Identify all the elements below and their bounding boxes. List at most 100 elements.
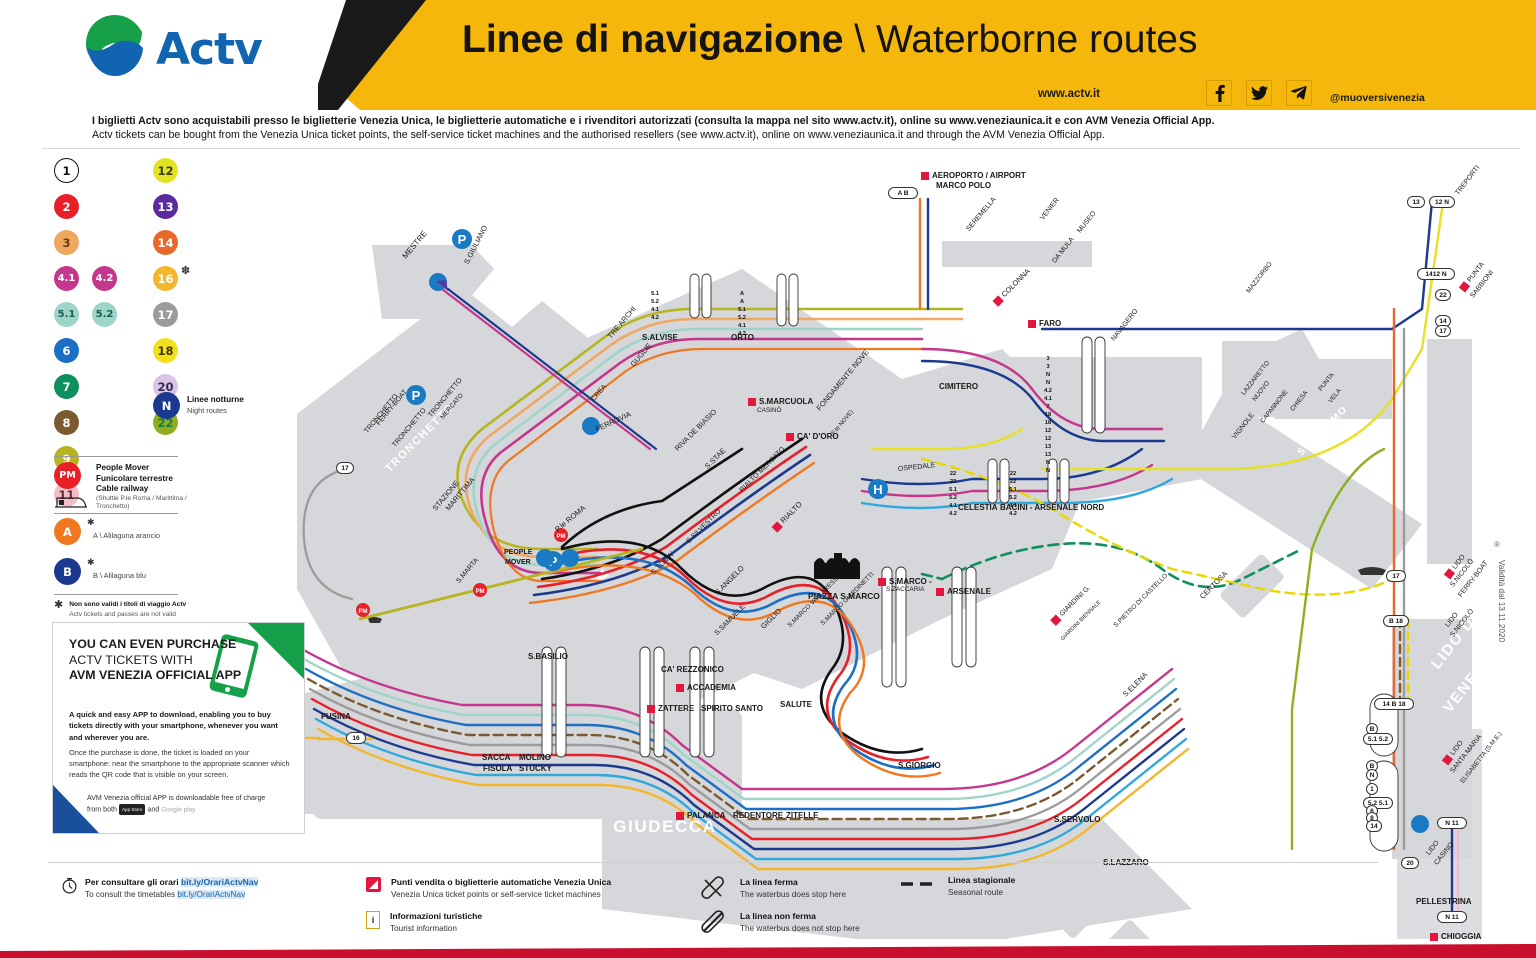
map-stop-pill[interactable]: 16 xyxy=(346,732,366,744)
hospital-icon xyxy=(868,479,888,499)
map-stop-pill[interactable]: 13 xyxy=(1407,196,1425,208)
map-stop-pill[interactable]: B 18 xyxy=(1383,615,1409,627)
map-stop-pill[interactable]: 17 xyxy=(336,462,354,474)
telegram-icon[interactable] xyxy=(1286,80,1312,106)
map-stop-pill[interactable]: 12 N xyxy=(1429,196,1455,208)
route-badge-17[interactable]: 17 xyxy=(153,302,178,327)
map-stop-pill[interactable]: 17 xyxy=(1386,570,1406,582)
map-stop-line-number: 5.2 xyxy=(949,495,957,501)
alilaguna-b-badge: B xyxy=(54,558,81,585)
map-label-stucky: STUCKY xyxy=(519,764,552,773)
map-stop-pill[interactable]: 14 xyxy=(1366,820,1382,832)
map-stop-pill[interactable]: A B xyxy=(888,187,918,199)
map-label-sacca: SACCA xyxy=(482,753,510,762)
page-title: Linee di navigazione \ Waterborne routes xyxy=(462,18,1452,72)
map-stop-pill[interactable]: N 11 xyxy=(1437,911,1467,923)
map-label-cimitero: CIMITERO xyxy=(939,382,978,391)
map-label-text: FUSINA xyxy=(321,712,351,721)
map-label-ca-d-oro: CA' D'ORO xyxy=(786,432,839,441)
timetable-link-it[interactable]: bit.ly/OrariActvNav xyxy=(181,877,259,887)
map-stop-line-number: 22 xyxy=(949,471,957,477)
map-label-text: S.SERVOLO xyxy=(1054,815,1101,824)
map-stop-line-number: 5.2 xyxy=(738,315,746,321)
route-badge-5-1[interactable]: 5.1 xyxy=(54,302,79,327)
route-badge-16[interactable]: 16 xyxy=(153,266,178,291)
twitter-icon[interactable] xyxy=(1246,80,1272,106)
route-badge-7[interactable]: 7 xyxy=(54,374,79,399)
promo-paragraph-3: AVM Venezia official APP is downloadable… xyxy=(87,793,293,815)
ticket-purchase-note: I biglietti Actv sono acquistabili press… xyxy=(92,114,1492,142)
people-mover-icon xyxy=(356,603,370,617)
pm-line-3: Cable railway xyxy=(96,484,149,494)
map-label-text: SACCA xyxy=(482,753,511,762)
map-stop-pill[interactable]: 14 B 18 xyxy=(1374,698,1414,710)
map-stop-pill[interactable]: 5.1 5.2 xyxy=(1363,733,1393,745)
route-badge-2[interactable]: 2 xyxy=(54,194,79,219)
timetable-label-en: To consult the timetables bit.ly/OrariAc… xyxy=(85,889,246,899)
stop-icon xyxy=(701,876,724,899)
legend-night-routes: N Linee notturne Night routes xyxy=(153,392,244,419)
map-stop-line-number: 22 xyxy=(1009,471,1017,477)
route-badge-14[interactable]: 14 xyxy=(153,230,178,255)
bottom-red-band xyxy=(0,944,1536,958)
info-icon: i xyxy=(366,911,380,929)
map-stop-pill[interactable]: 1412 N xyxy=(1417,268,1455,280)
map-label-text: PEOPLE xyxy=(504,549,533,556)
app-store-badge[interactable]: App Store xyxy=(118,804,146,815)
svg-text:P: P xyxy=(412,388,421,403)
route-badge-6[interactable]: 6 xyxy=(54,338,79,363)
map-stop-pill[interactable]: N 11 xyxy=(1437,817,1467,829)
timetable-link-en[interactable]: bit.ly/OrariActvNav xyxy=(177,889,246,899)
alilaguna-a-badge: A xyxy=(54,518,81,545)
alilaguna-b-asterisk: ✱ xyxy=(87,557,95,567)
promo-store-line1: AVM Venezia official APP is downloadable… xyxy=(87,794,266,802)
route-badge-18[interactable]: 18 xyxy=(153,338,178,363)
promo-heading-line3: AVM VENEZIA OFFICIAL APP xyxy=(69,668,242,682)
promo-paragraph-1: A quick and easy APP to download, enabli… xyxy=(69,710,278,742)
title-italian: Linee di navigazione xyxy=(462,18,844,61)
map-label-text: ZITELLE xyxy=(786,811,819,820)
map-stop-pill[interactable]: 17 xyxy=(1435,325,1451,337)
map-stop-pill[interactable]: 20 xyxy=(1401,857,1419,869)
page-header: Actv Linee di navigazione \ Waterborne r… xyxy=(0,0,1536,141)
map-stop-line-number: 4.2 xyxy=(949,511,957,517)
map-label-text: CIMITERO xyxy=(939,382,979,391)
route-badge-3[interactable]: 3 xyxy=(54,230,79,255)
legend-ticket-points: Punti vendita o biglietterie automatiche… xyxy=(366,877,611,900)
map-area-murano: MURANO xyxy=(986,283,1074,302)
map-stop-pill[interactable]: 1 xyxy=(1366,783,1378,795)
google-play-badge[interactable]: Google play xyxy=(161,806,196,814)
pm-line-4: (Shuttle P.le Roma / Marittima / xyxy=(96,494,187,502)
ticket-point-icon xyxy=(748,397,756,406)
title-separator: \ xyxy=(843,18,876,61)
route-badge-4-1[interactable]: 4.1 xyxy=(54,266,79,291)
route-badge-13[interactable]: 13 xyxy=(153,194,178,219)
route-badge-4-2[interactable]: 4.2 xyxy=(92,266,117,291)
map-area-giudecca: GIUDECCA xyxy=(613,817,717,836)
transit-map[interactable]: P P P H PM PM PM xyxy=(42,148,1520,941)
legend-tourist-info: i Informazioni turistiche Tourist inform… xyxy=(366,911,482,934)
map-stop-pill[interactable]: 22 xyxy=(1435,289,1451,301)
ticket-points-en: Venezia Unica ticket points or self-serv… xyxy=(391,889,601,899)
route-badge-8[interactable]: 8 xyxy=(54,410,79,435)
asterisk-note-en: Actv tickets and passes are not valid xyxy=(69,610,176,618)
legend-seasonal: Linea stagionale Seasonal route xyxy=(900,875,1015,898)
people-mover-icon xyxy=(473,583,487,597)
legend-people-mover: PM People Mover Funicolare terrestre Cab… xyxy=(54,462,284,515)
map-label-ca-rezzonico: CA' REZZONICO xyxy=(661,665,724,674)
route-badge-5-2[interactable]: 5.2 xyxy=(92,302,117,327)
route-badge-12[interactable]: 12 xyxy=(153,158,178,183)
map-label-aeroporto-airport: AEROPORTO / AIRPORT xyxy=(921,171,1026,180)
map-stop-pill[interactable]: N xyxy=(1366,769,1378,781)
route-badge-1[interactable]: 1 xyxy=(54,158,79,183)
ferry-icon xyxy=(1358,567,1386,575)
actv-logo-mark xyxy=(86,15,143,76)
map-label-mover: MOVER xyxy=(505,559,531,566)
direction-arrow-icon xyxy=(436,280,448,291)
legend-timetables[interactable]: Per consultare gli orari bit.ly/OrariAct… xyxy=(62,877,259,900)
avm-app-promo-box[interactable]: YOU CAN EVEN PURCHASE ACTV TICKETS WITH … xyxy=(52,622,305,834)
ticket-point-icon xyxy=(1430,932,1438,941)
actv-website-url[interactable]: www.actv.it xyxy=(1038,88,1100,100)
ticket-points-it: Punti vendita o biglietterie automatiche… xyxy=(391,877,612,887)
facebook-icon[interactable] xyxy=(1206,80,1232,106)
